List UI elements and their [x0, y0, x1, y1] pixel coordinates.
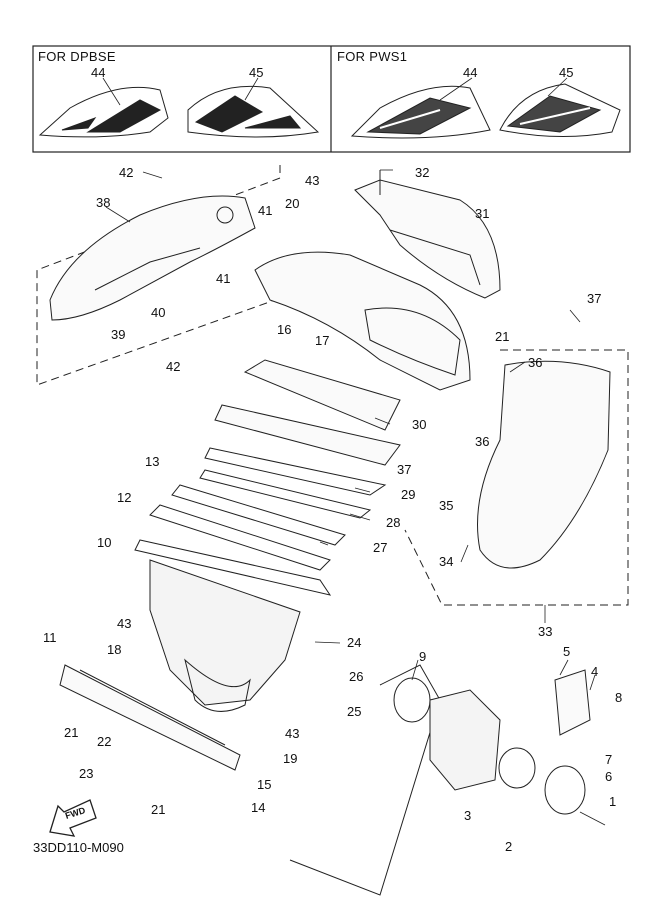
- callout-2: 2: [505, 839, 513, 854]
- callout-3: 3: [464, 808, 472, 823]
- callout-8: 8: [615, 690, 623, 705]
- callout-16: 16: [277, 322, 292, 337]
- fwd-arrow-icon: [49, 799, 97, 837]
- callout-19: 19: [283, 751, 298, 766]
- callout-23: 23: [79, 766, 94, 781]
- callout-41: 41: [216, 271, 231, 286]
- callout-22: 22: [97, 734, 112, 749]
- callout-30: 30: [412, 417, 427, 432]
- callout-29: 29: [401, 487, 416, 502]
- intake-cover-31: [354, 170, 501, 299]
- callout-10: 10: [97, 535, 112, 550]
- callout-9: 9: [419, 649, 427, 664]
- leader-lines: [102, 77, 606, 826]
- callout-33: 33: [538, 624, 553, 639]
- callout-1: 1: [609, 794, 617, 809]
- diagram-code: 33DD110-M090: [33, 840, 124, 855]
- callout-26: 26: [349, 669, 364, 684]
- callout-45: 45: [559, 65, 574, 80]
- side-cover-33-group: [404, 349, 629, 606]
- callout-35: 35: [439, 498, 454, 513]
- decal-44-pws1: [350, 85, 491, 139]
- callout-38: 38: [96, 195, 111, 210]
- decal-header-panel: [32, 45, 631, 153]
- callout-37: 37: [397, 462, 412, 477]
- decal-45-dpbse: [187, 85, 320, 138]
- callout-13: 13: [145, 454, 160, 469]
- base-plate-11: [59, 664, 241, 771]
- callout-21: 21: [495, 329, 510, 344]
- callout-43: 43: [285, 726, 300, 741]
- callout-28: 28: [386, 515, 401, 530]
- callout-39: 39: [111, 327, 126, 342]
- decal-44-dpbse: [38, 86, 169, 138]
- callout-37: 37: [587, 291, 602, 306]
- cover-38-group: [36, 165, 281, 386]
- decal-45-pws1: [499, 83, 621, 138]
- callout-36: 36: [528, 355, 543, 370]
- callout-21: 21: [64, 725, 79, 740]
- callout-31: 31: [475, 206, 490, 221]
- callout-34: 34: [439, 554, 454, 569]
- callout-36: 36: [475, 434, 490, 449]
- intake-housing-17: [254, 251, 471, 391]
- header-right: FOR PWS1: [337, 49, 408, 64]
- callout-45: 45: [249, 65, 264, 80]
- callout-25: 25: [347, 704, 362, 719]
- callout-5: 5: [563, 644, 571, 659]
- callout-11: 11: [43, 630, 57, 645]
- callout-12: 12: [117, 490, 132, 505]
- callout-40: 40: [151, 305, 166, 320]
- callout-44: 44: [463, 65, 478, 80]
- callout-43: 43: [305, 173, 320, 188]
- callout-32: 32: [415, 165, 430, 180]
- callout-42: 42: [119, 165, 134, 180]
- callout-17: 17: [315, 333, 330, 348]
- callout-4: 4: [591, 664, 599, 679]
- airbox-body: [149, 559, 301, 712]
- filter-stack: [134, 359, 401, 596]
- callout-42: 42: [166, 359, 181, 374]
- callout-44: 44: [91, 65, 106, 80]
- callout-7: 7: [605, 752, 613, 767]
- callout-18: 18: [107, 642, 122, 657]
- callout-15: 15: [257, 777, 272, 792]
- callout-6: 6: [605, 769, 613, 784]
- callout-20: 20: [285, 196, 300, 211]
- callout-21: 21: [151, 802, 166, 817]
- callout-14: 14: [251, 800, 266, 815]
- throttle-body-group: [289, 664, 591, 896]
- callout-43: 43: [117, 616, 132, 631]
- header-left: FOR DPBSE: [38, 49, 116, 64]
- callout-27: 27: [373, 540, 388, 555]
- callout-24: 24: [347, 635, 362, 650]
- callout-41: 41: [258, 203, 273, 218]
